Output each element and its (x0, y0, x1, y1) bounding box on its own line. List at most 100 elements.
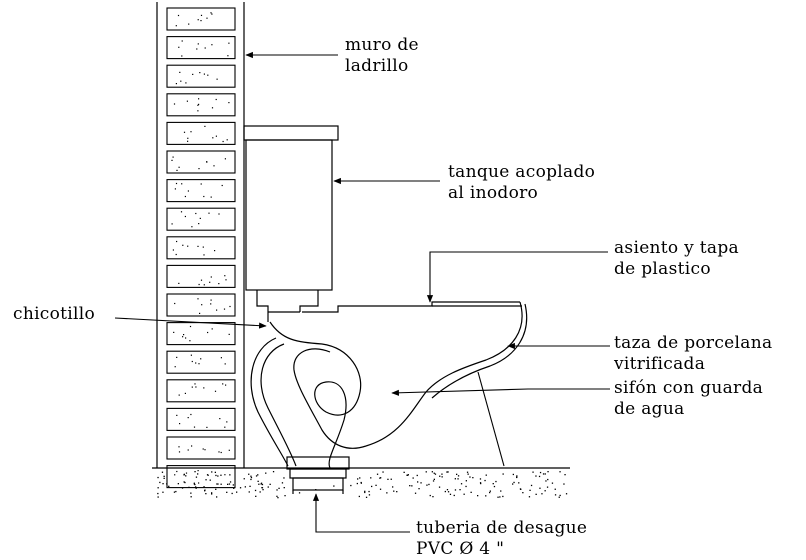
floor-speckle (159, 481, 161, 484)
brick-speckle (203, 387, 205, 389)
brick-speckle (223, 308, 226, 310)
brick-speckle (182, 336, 184, 338)
brick-speckle (174, 302, 176, 305)
floor-speckle (463, 493, 465, 495)
brick-speckle (206, 426, 208, 428)
brick-speckle (221, 184, 223, 187)
brick-speckle (225, 279, 227, 281)
floor-speckle (205, 479, 207, 481)
floor-speckle (454, 489, 457, 491)
brick-speckle (198, 482, 200, 484)
floor-speckle (469, 476, 471, 478)
brick-speckle (197, 298, 199, 300)
brick-speckle (184, 392, 186, 394)
brick-speckle (198, 363, 200, 365)
brick (166, 93, 236, 117)
brick-speckle (175, 25, 177, 27)
floor-speckle (412, 477, 414, 479)
brick-speckle (191, 445, 193, 447)
label-line: muro de (345, 35, 419, 55)
brick-speckle (176, 356, 178, 358)
label-asiento-y-tapa: asiento y tapa de plastico (614, 238, 739, 280)
brick-speckle (204, 125, 206, 127)
floor-speckle (211, 471, 213, 473)
floor-speckle (465, 485, 467, 488)
floor-speckle (368, 490, 370, 493)
floor-speckle (426, 484, 428, 486)
brick-speckle (203, 195, 205, 198)
brick-speckle (216, 483, 218, 485)
brick-speckle (199, 217, 201, 219)
brick-speckle (187, 449, 189, 451)
seat-and-lid (302, 301, 522, 313)
brick-speckle (226, 421, 228, 423)
brick-speckle (211, 328, 213, 330)
brick-speckle (177, 14, 180, 17)
floor-speckle (243, 478, 245, 480)
floor-speckle (197, 473, 199, 475)
floor-speckle (520, 488, 522, 490)
floor-speckle (265, 472, 267, 474)
floor-speckle (418, 488, 420, 490)
floor-speckle (544, 490, 546, 492)
brick-speckle (208, 212, 210, 214)
brick-speckle (189, 340, 191, 342)
brick-speckle (190, 413, 192, 416)
floor-speckle (205, 493, 207, 495)
floor-speckle (277, 497, 279, 499)
floor-speckle (214, 471, 216, 473)
brick-speckle (197, 245, 199, 247)
brick-speckle (211, 13, 213, 15)
floor-speckle (547, 478, 549, 481)
floor-speckle (429, 494, 431, 497)
floor-speckle (484, 479, 486, 482)
label-line: taza de porcelana (614, 333, 773, 353)
floor-speckle (449, 493, 452, 495)
floor-speckle (193, 482, 195, 484)
brick-speckle (215, 98, 217, 101)
floor-speckle (477, 495, 479, 497)
brick-speckle (174, 366, 176, 368)
floor-speckle (433, 478, 435, 480)
floor-speckle (371, 485, 373, 488)
brick-speckle (210, 303, 212, 305)
floor-speckle (250, 476, 253, 479)
floor-speckle (173, 491, 176, 493)
brick (166, 207, 236, 231)
brick-speckle (183, 131, 186, 133)
floor-speckle (211, 493, 213, 495)
floor-speckle (403, 471, 405, 473)
brick-speckle (224, 158, 226, 160)
floor-speckle (267, 486, 269, 488)
brick-speckle (184, 215, 186, 218)
brick-speckle (176, 470, 178, 473)
brick-speckle (218, 451, 220, 453)
floor-speckle (522, 492, 524, 494)
floor-speckle (228, 483, 231, 485)
brick-speckle (196, 48, 198, 50)
tank-connection (256, 290, 319, 322)
floor-speckle (359, 477, 361, 479)
brick-speckle (197, 19, 199, 21)
floor-speckle (298, 492, 301, 494)
floor-speckle (261, 483, 264, 486)
brick-speckle (207, 74, 209, 76)
floor-speckle (250, 478, 252, 481)
brick-speckle (200, 20, 202, 22)
label-line: PVC Ø 4 " (416, 539, 505, 559)
brick-speckle (181, 55, 183, 57)
floor-speckle (485, 474, 487, 476)
floor-speckle (157, 476, 159, 479)
floor-speckle (532, 471, 534, 473)
brick-speckle (202, 448, 204, 450)
floor-speckle (535, 493, 537, 495)
floor-speckle (446, 471, 448, 473)
brick-speckle (176, 169, 178, 171)
floor-speckle (563, 483, 565, 485)
brick-speckle (171, 159, 173, 161)
brick (166, 465, 236, 489)
floor-speckle (163, 477, 165, 479)
floor-speckle (546, 486, 549, 488)
floor-speckle (283, 487, 285, 489)
porcelain-bowl (269, 301, 528, 447)
